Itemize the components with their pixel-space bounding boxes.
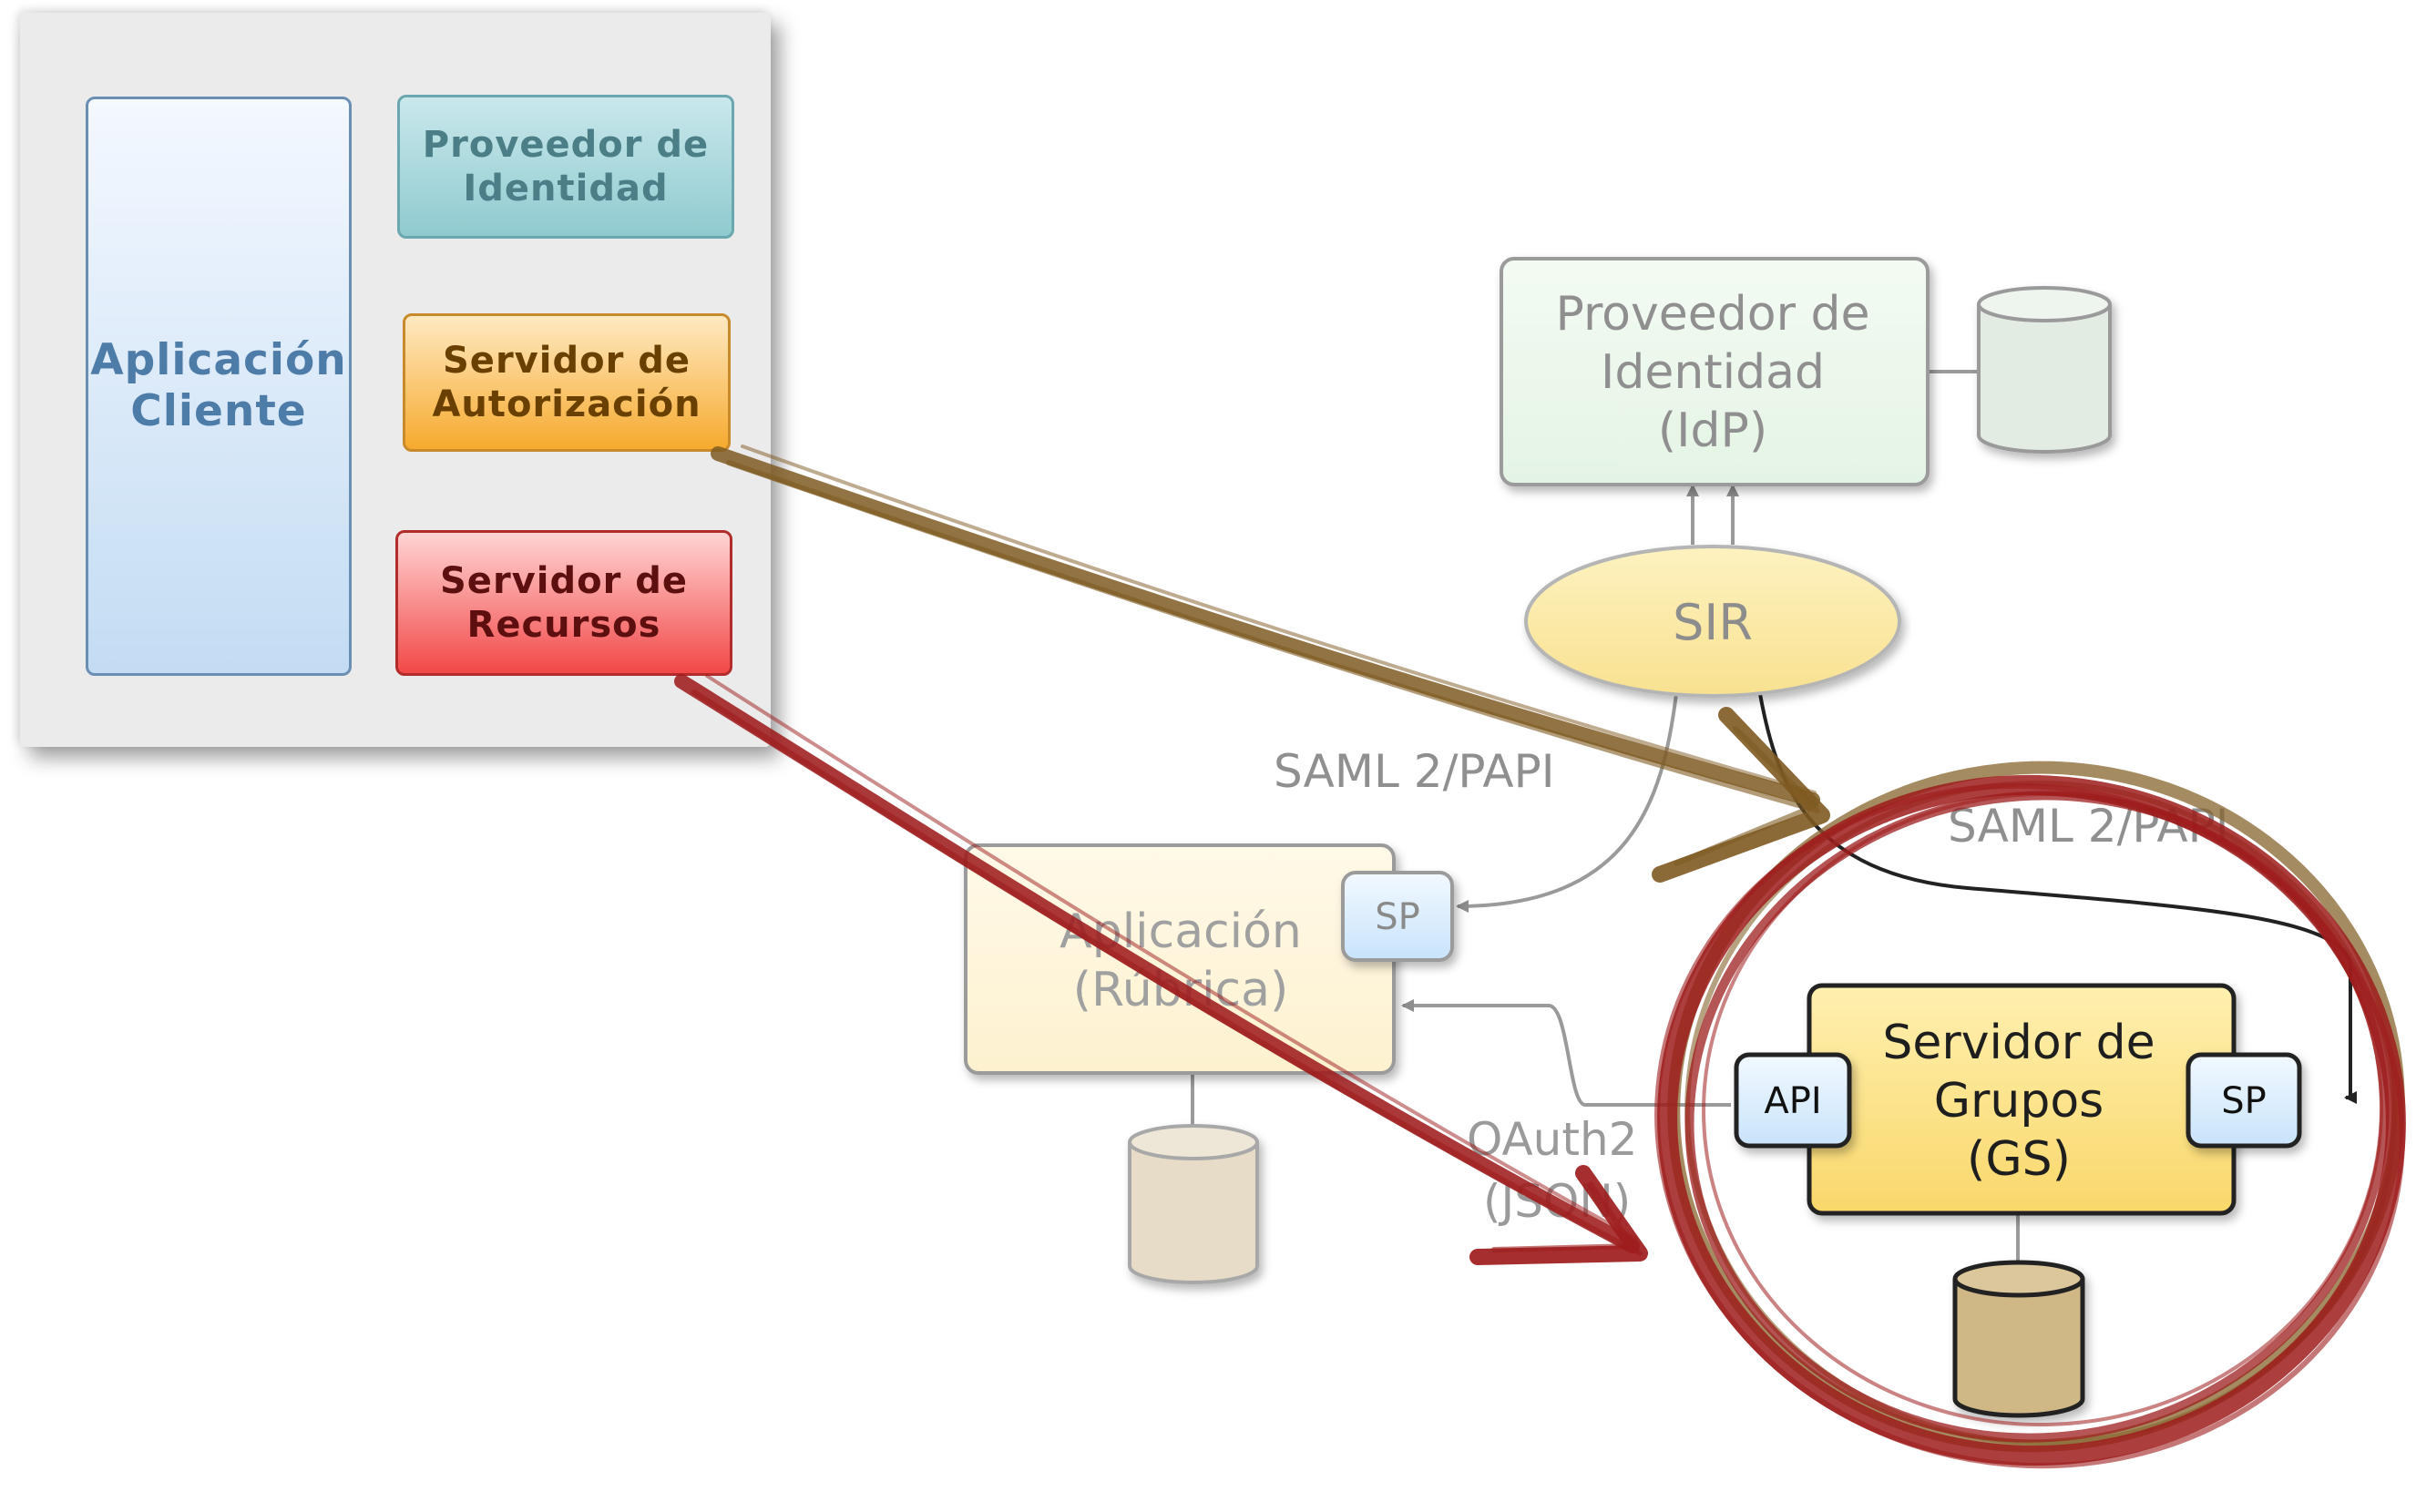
idp-database-icon xyxy=(1977,286,2112,454)
idp-label-line2: Identidad xyxy=(1601,345,1825,400)
legend-resource-server: Servidor de Recursos xyxy=(395,530,732,676)
gs-api-label: API xyxy=(1764,1080,1821,1122)
gs-to-app-oauth-line xyxy=(1401,999,1731,1107)
legend-idp-label: Proveedor de Identidad xyxy=(422,124,710,209)
highlight-circle xyxy=(1654,761,2406,1469)
gs-label-line1: Servidor de xyxy=(1882,1016,2155,1070)
legend-identity-provider: Proveedor de Identidad xyxy=(397,95,734,239)
legend-resource-label: Servidor de Recursos xyxy=(440,560,688,646)
legend-authorization-server: Servidor de Autorización xyxy=(403,313,731,452)
legend-client-label: Aplicación Cliente xyxy=(90,334,347,436)
saml-left-label: SAML 2/PAPI xyxy=(1274,745,1554,798)
idp-box xyxy=(1500,257,1930,486)
sir-node xyxy=(1524,545,1901,698)
gs-label-line2: Grupos xyxy=(1934,1074,2104,1129)
gs-sp-label: SP xyxy=(2221,1080,2267,1122)
sir-to-app-sp-line xyxy=(1456,693,1678,913)
idp-label-line1: Proveedor de xyxy=(1556,287,1870,342)
sir-label: SIR xyxy=(1673,594,1753,651)
app-sp-label: SP xyxy=(1375,896,1420,938)
legend-client-app: Aplicación Cliente xyxy=(86,97,352,676)
idp-label-line3: (IdP) xyxy=(1658,404,1767,458)
gs-database-icon xyxy=(1952,1260,2085,1418)
gs-sp-badge xyxy=(2186,1052,2302,1149)
legend-panel: Aplicación Cliente Proveedor de Identida… xyxy=(20,13,771,747)
red-arrow xyxy=(674,674,1648,1265)
brown-arrow xyxy=(711,444,1830,883)
gs-label-line3: (GS) xyxy=(1967,1132,2071,1187)
app-database-icon xyxy=(1128,1124,1259,1284)
app-label-line1: Aplicación xyxy=(1060,904,1302,959)
legend-authz-label: Servidor de Autorización xyxy=(432,340,701,425)
gs-api-badge xyxy=(1734,1052,1852,1149)
app-sp-badge xyxy=(1341,871,1454,962)
